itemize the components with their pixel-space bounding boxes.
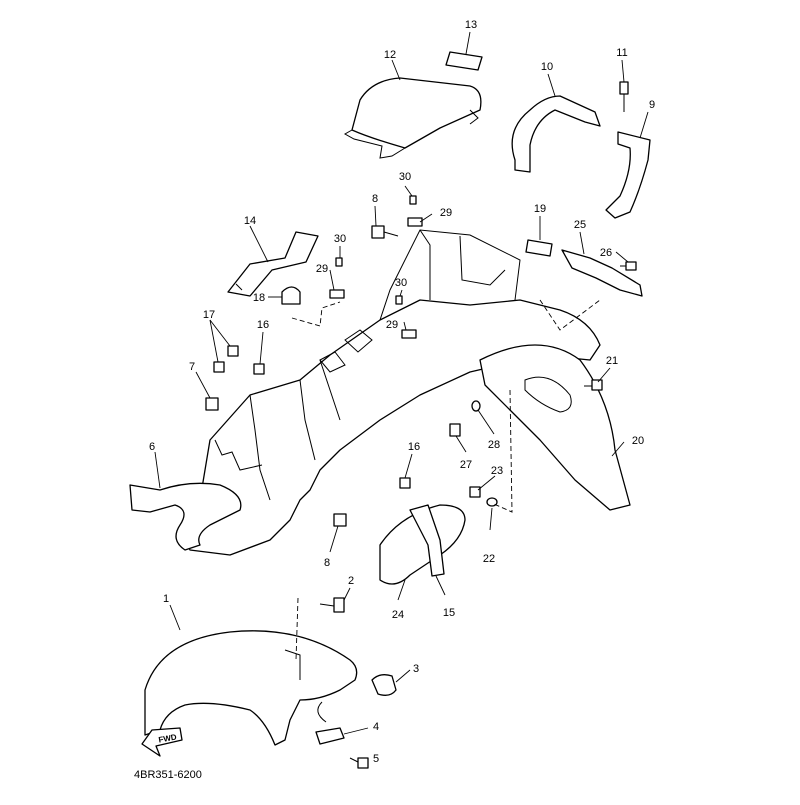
part-11-bolt (619, 81, 629, 112)
callout-26: 26 (600, 247, 612, 259)
callout-15: 15 (443, 607, 455, 619)
callout-10: 10 (541, 61, 553, 73)
callout-12: 12 (384, 49, 396, 61)
callout-25: 25 (574, 219, 586, 231)
callout-9: 9 (649, 99, 655, 111)
part-19-pad (525, 239, 553, 257)
callout-30-a: 30 (399, 171, 411, 183)
part-1-front-fender (144, 630, 358, 746)
callout-23: 23 (491, 465, 503, 477)
callout-17: 17 (203, 309, 215, 321)
part-4-holder (315, 701, 345, 745)
part-25-bracket (561, 249, 643, 297)
callout-21: 21 (606, 355, 618, 367)
callout-16-lower: 16 (408, 441, 420, 453)
callout-11: 11 (616, 47, 627, 59)
callout-3: 3 (413, 663, 419, 675)
part-13-label (445, 51, 483, 71)
callout-19: 19 (534, 203, 546, 215)
callout-8-upper: 8 (372, 193, 378, 205)
part-15-strap (409, 504, 445, 577)
assembly-guide-lines (291, 299, 601, 661)
callout-29-a: 29 (440, 207, 452, 219)
part-12-tail-cover (343, 77, 482, 159)
part-26-screw (620, 261, 637, 271)
callout-8-lower: 8 (324, 557, 330, 569)
callout-4: 4 (373, 721, 379, 733)
callout-labels: 1 2 3 4 5 6 7 8 8 9 10 11 12 13 14 15 16… (149, 19, 655, 765)
part-6-splash-guard (129, 482, 242, 551)
callout-29-b: 29 (316, 263, 328, 275)
part-10-grab-bar (511, 95, 601, 173)
callout-27: 27 (460, 459, 472, 471)
callout-6: 6 (149, 441, 155, 453)
callout-30-c: 30 (395, 277, 407, 289)
callout-13: 13 (465, 19, 477, 31)
leader-lines (154, 31, 649, 762)
diagram-code: 4BR351-6200 (134, 769, 202, 781)
callout-30-b: 30 (334, 233, 346, 245)
fwd-label: FWD (158, 732, 178, 744)
callout-14: 14 (244, 215, 256, 227)
fasteners (205, 195, 603, 769)
part-3-cap (371, 674, 397, 696)
part-9-bracket (605, 131, 651, 219)
callout-2: 2 (348, 575, 354, 587)
callout-22: 22 (483, 553, 495, 565)
callout-28: 28 (488, 439, 500, 451)
part-14-stay (227, 231, 319, 297)
callout-29-c: 29 (386, 319, 398, 331)
callout-16-upper: 16 (257, 319, 269, 331)
callout-20: 20 (632, 435, 644, 447)
part-18-clamp (281, 286, 301, 305)
callout-24: 24 (392, 609, 404, 621)
callout-7: 7 (189, 361, 195, 373)
fwd-arrow-icon: FWD (141, 727, 183, 757)
callout-5: 5 (373, 753, 379, 765)
callout-18: 18 (253, 292, 265, 304)
callout-1: 1 (163, 593, 169, 605)
part-20-rear-fender (479, 344, 631, 511)
